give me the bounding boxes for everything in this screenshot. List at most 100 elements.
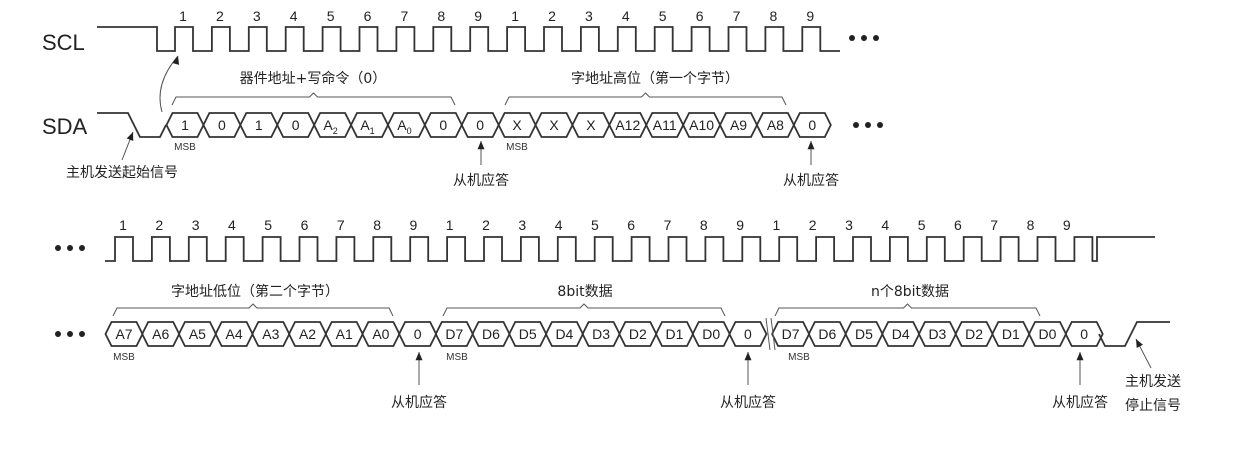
bottom-sda-bit-cell-label: A1 <box>336 326 353 342</box>
top-sda-bit-cell-label: 0 <box>292 117 300 133</box>
continuation-dots <box>67 331 73 337</box>
clock-pulse-number: 6 <box>627 217 635 233</box>
bottom-sda-bit-cell-label: D0 <box>702 326 720 342</box>
continuation-dots <box>849 35 855 41</box>
scl-label: SCL <box>42 30 85 55</box>
top-sda-bit-cell-label: A8 <box>767 117 784 133</box>
brace-8bit-data <box>442 303 726 317</box>
stop-signal-label: 主机发送 <box>1125 374 1181 390</box>
clock-pulse-number: 9 <box>410 217 418 233</box>
bottom-sda-bit-cell-label: D3 <box>928 326 946 342</box>
top-sda-bit-cell-label: A2 <box>323 117 337 136</box>
continuation-dots <box>853 122 859 128</box>
continuation-dots <box>67 245 73 251</box>
clock-pulse-number: 9 <box>1063 217 1071 233</box>
start-signal-label: 主机发送起始信号 <box>66 165 178 181</box>
clock-pulse-number: 8 <box>437 8 445 24</box>
clock-pulse-number: 1 <box>511 8 519 24</box>
continuation-dots <box>79 245 85 251</box>
bottom-sda-bit-cell <box>1064 321 1104 347</box>
bottom-sda-bit-cell-label: 0 <box>414 326 422 342</box>
ack-arrow-head <box>1076 352 1084 361</box>
group-label-word-address-high: 字地址高位（第一个字节） <box>571 70 739 87</box>
continuation-dots <box>877 122 883 128</box>
clock-pulse-number: 1 <box>119 217 127 233</box>
continuation-dots <box>873 35 879 41</box>
clock-pulse-number: 7 <box>733 8 741 24</box>
top-sda-bit-cell-label: 1 <box>181 117 189 133</box>
bottom-sda-bit-cell-label: D2 <box>965 326 983 342</box>
group-label-device-address: 器件地址+写命令（0） <box>240 70 387 87</box>
ack-arrow-head <box>477 141 485 150</box>
top-sda-bit-cell-label: X <box>586 117 596 133</box>
bottom-sda-bit-cell-label: D5 <box>855 326 873 342</box>
clock-pulse-number: 4 <box>622 8 630 24</box>
bottom-sda-bit-cell-label: D5 <box>519 326 537 342</box>
clock-pulse-number: 8 <box>700 217 708 233</box>
bottom-sda-bit-cell-label: A4 <box>226 326 243 342</box>
clock-pulse-number: 2 <box>155 217 163 233</box>
bottom-sda-bit-cell-label: 0 <box>744 326 752 342</box>
msb-label: MSB <box>113 352 135 363</box>
sda-start-condition <box>97 112 167 138</box>
bottom-sda-bit-cell-label: A6 <box>152 326 169 342</box>
bottom-sda-bit-cell-label: A3 <box>262 326 279 342</box>
bottom-sda-bit-cell-label: D1 <box>1002 326 1020 342</box>
clock-pulse-number: 5 <box>659 8 667 24</box>
stop-condition-arrow-head <box>1136 339 1143 348</box>
start-to-scl-arrow <box>159 55 179 113</box>
msb-label: MSB <box>506 142 528 153</box>
top-sda-bit-cell-label: 0 <box>808 117 816 133</box>
stop-signal-label: 停止信号 <box>1125 397 1181 414</box>
clock-pulse-number: 1 <box>446 217 454 233</box>
clock-pulse-number: 1 <box>773 217 781 233</box>
clock-pulse-number: 6 <box>301 217 309 233</box>
clock-pulse-number: 2 <box>809 217 817 233</box>
bottom-sda-bit-cell-label: D6 <box>482 326 500 342</box>
bottom-sda-bit-cell-label: A2 <box>299 326 316 342</box>
continuation-dots <box>79 331 85 337</box>
top-sda-bit-cell-label: X <box>549 117 559 133</box>
clock-pulse-number: 3 <box>253 8 261 24</box>
ack-arrow-head <box>807 141 815 150</box>
top-sda-bit-cell <box>792 112 832 138</box>
clock-pulse-number: 3 <box>192 217 200 233</box>
break-marks <box>765 317 776 351</box>
bottom-sda-bit-cell <box>728 321 768 347</box>
group-label-word-address-low: 字地址低位（第二个字节） <box>171 283 339 300</box>
brace-n-8bit-data <box>774 303 1041 317</box>
clock-pulse-number: 8 <box>770 8 778 24</box>
top-sda-bit-cell-label: A11 <box>653 117 677 133</box>
bottom-sda-bit-cell-label: D7 <box>445 326 463 342</box>
group-label-8bit-data: 8bit数据 <box>557 284 612 300</box>
clock-pulse-number: 8 <box>373 217 381 233</box>
scl-waveform-bottom <box>105 236 1155 262</box>
clock-pulse-number: 3 <box>585 8 593 24</box>
clock-pulse-number: 2 <box>482 217 490 233</box>
bottom-sda-bit-cell-label: D1 <box>666 326 684 342</box>
continuation-dots <box>861 35 867 41</box>
clock-pulse-number: 3 <box>845 217 853 233</box>
clock-pulse-number: 9 <box>474 8 482 24</box>
top-sda-bit-cell-label: 0 <box>476 117 484 133</box>
top-sda-bit-cell-label: A0 <box>397 117 411 136</box>
bottom-sda-bit-cell-label: A0 <box>372 326 389 342</box>
clock-pulse-number: 6 <box>954 217 962 233</box>
brace-word-address-high <box>504 92 787 106</box>
bottom-sda-bit-cell-label: D3 <box>592 326 610 342</box>
continuation-dots <box>55 245 61 251</box>
bottom-sda-bit-cell-label: D2 <box>629 326 647 342</box>
clock-pulse-number: 7 <box>664 217 672 233</box>
bottom-sda-bit-cell-label: A7 <box>115 326 132 342</box>
ack-arrow-head <box>744 352 752 361</box>
top-sda-bit-cell-label: A1 <box>360 117 374 136</box>
clock-pulse-number: 9 <box>806 8 814 24</box>
bottom-sda-bit-cell-label: D6 <box>818 326 836 342</box>
clock-pulse-number: 9 <box>736 217 744 233</box>
top-sda-bit-cell-label: A10 <box>689 117 714 133</box>
clock-pulse-number: 1 <box>179 8 187 24</box>
scl-waveform-top <box>97 26 840 52</box>
clock-pulse-number: 5 <box>264 217 272 233</box>
top-sda-bit-cell-label: A9 <box>730 117 747 133</box>
clock-pulse-number: 7 <box>990 217 998 233</box>
